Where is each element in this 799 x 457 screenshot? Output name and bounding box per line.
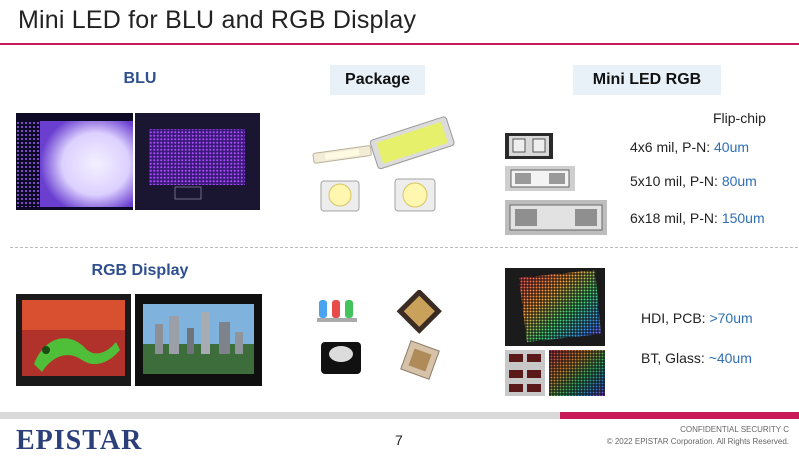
page-number: 7 [395, 432, 403, 448]
substrate-spec-1: HDI, PCB: >70um [641, 310, 753, 326]
substrate-name-1: HDI, PCB: [641, 310, 710, 326]
confidential-label: CONFIDENTIAL SECURITY C [680, 425, 789, 434]
substrate-pitch-2: ~40um [708, 350, 752, 366]
chip-pitch-3: 150um [721, 210, 765, 226]
chip-size-3: 6x18 mil, P-N: [630, 210, 722, 226]
blu-panel-lit-photo [16, 113, 133, 210]
gecko-display-photo [16, 294, 131, 386]
chip-pitch-1: 40um [714, 139, 750, 155]
chip-spec-3: 6x18 mil, P-N: 150um [630, 210, 765, 226]
epistar-logo: EPISTAR [16, 425, 143, 456]
copyright-text: © 2022 EPISTAR Corporation. All Rights R… [606, 437, 789, 446]
flip-chip-photos [505, 133, 607, 235]
footer-gray-bar [0, 412, 560, 419]
title-divider [0, 43, 799, 45]
section-divider [10, 247, 798, 248]
chip-size-2: 5x10 mil, P-N: [630, 173, 722, 189]
chip-spec-1: 4x6 mil, P-N: 40um [630, 139, 749, 155]
mini-led-rgb-heading: Mini LED RGB [573, 65, 721, 95]
rgb-led-packages-photo [317, 290, 442, 380]
rgb-display-heading: RGB Display [91, 262, 189, 279]
chip-pitch-2: 80um [721, 173, 757, 189]
substrate-name-2: BT, Glass: [641, 350, 709, 366]
mini-led-rgb-array-photos [505, 268, 605, 396]
package-leds-photo [312, 116, 455, 212]
blu-panel-matrix-photo [135, 113, 260, 210]
substrate-pitch-1: >70um [709, 310, 753, 326]
chip-size-1: 4x6 mil, P-N: [630, 139, 715, 155]
city-display-photo [135, 294, 262, 386]
substrate-spec-2: BT, Glass: ~40um [641, 350, 752, 366]
page-title: Mini LED for BLU and RGB Display [18, 6, 417, 34]
chip-spec-2: 5x10 mil, P-N: 80um [630, 173, 757, 189]
blu-heading: BLU [123, 70, 157, 87]
flip-chip-label: Flip-chip [713, 110, 766, 126]
package-heading: Package [330, 65, 425, 95]
